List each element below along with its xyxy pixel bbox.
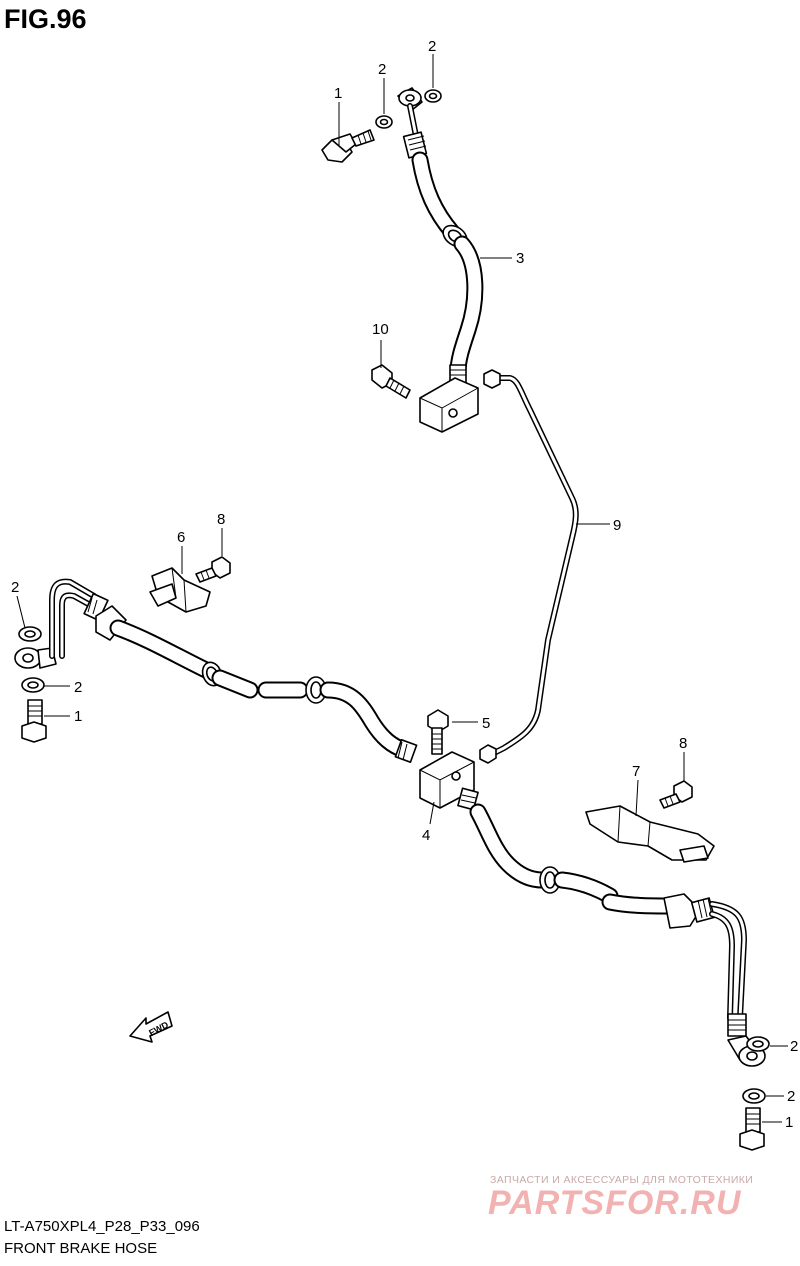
washer-2-left-b[interactable]: [21, 677, 45, 693]
leader-lines: [16, 54, 788, 1123]
brake-pipe-9[interactable]: [479, 369, 579, 764]
washer-2-top-a[interactable]: [375, 115, 393, 129]
callout-6: 6: [177, 529, 185, 546]
callout-2-top-b: 2: [428, 38, 436, 55]
watermark-logo: PARTSFOR.RU: [488, 1184, 742, 1222]
callout-1-top: 1: [334, 85, 342, 102]
callout-2-left-a: 2: [11, 579, 19, 596]
bolt-8-right[interactable]: [659, 780, 693, 809]
callout-10: 10: [372, 321, 389, 338]
washer-2-right-a[interactable]: [746, 1036, 770, 1052]
callout-8-left: 8: [217, 511, 225, 528]
bolt-1-left[interactable]: [21, 699, 47, 743]
upper-brake-hose[interactable]: [397, 87, 484, 384]
bolt-1-top[interactable]: [321, 129, 375, 163]
right-brake-hose[interactable]: [457, 787, 766, 1067]
figure-title: FIG.96: [4, 4, 87, 34]
clamp-7[interactable]: [585, 805, 715, 863]
clamp-6[interactable]: [149, 567, 211, 613]
callout-8-right: 8: [679, 735, 687, 752]
bolt-8-left[interactable]: [195, 556, 231, 583]
callout-2-left-b: 2: [74, 679, 82, 696]
callout-9: 9: [613, 517, 621, 534]
upper-joint-block[interactable]: [419, 377, 479, 433]
bolt-1-right[interactable]: [739, 1107, 765, 1151]
footer-model-code: LT-A750XPL4_P28_P33_096: [4, 1218, 200, 1235]
callout-4: 4: [422, 827, 430, 844]
fwd-direction-arrow: FWD: [129, 1011, 173, 1043]
callout-5: 5: [482, 715, 490, 732]
callout-7: 7: [632, 763, 640, 780]
callout-3: 3: [516, 250, 524, 267]
callout-2-right-b: 2: [787, 1088, 795, 1105]
left-brake-hose[interactable]: [14, 578, 418, 763]
washer-2-left-a[interactable]: [18, 626, 42, 642]
bolt-5[interactable]: [427, 709, 449, 755]
watermark-tagline: ЗАПЧАСТИ И АКСЕССУАРЫ ДЛЯ МОТОТЕХНИКИ: [490, 1174, 754, 1186]
washer-2-right-b[interactable]: [742, 1088, 766, 1104]
callout-2-top-a: 2: [378, 61, 386, 78]
bolt-10[interactable]: [371, 364, 411, 399]
footer-description: FRONT BRAKE HOSE: [4, 1240, 158, 1257]
callout-1-right: 1: [785, 1114, 793, 1131]
callout-2-right-a: 2: [790, 1038, 798, 1055]
callout-1-left: 1: [74, 708, 82, 725]
washer-2-top-b[interactable]: [424, 89, 442, 103]
